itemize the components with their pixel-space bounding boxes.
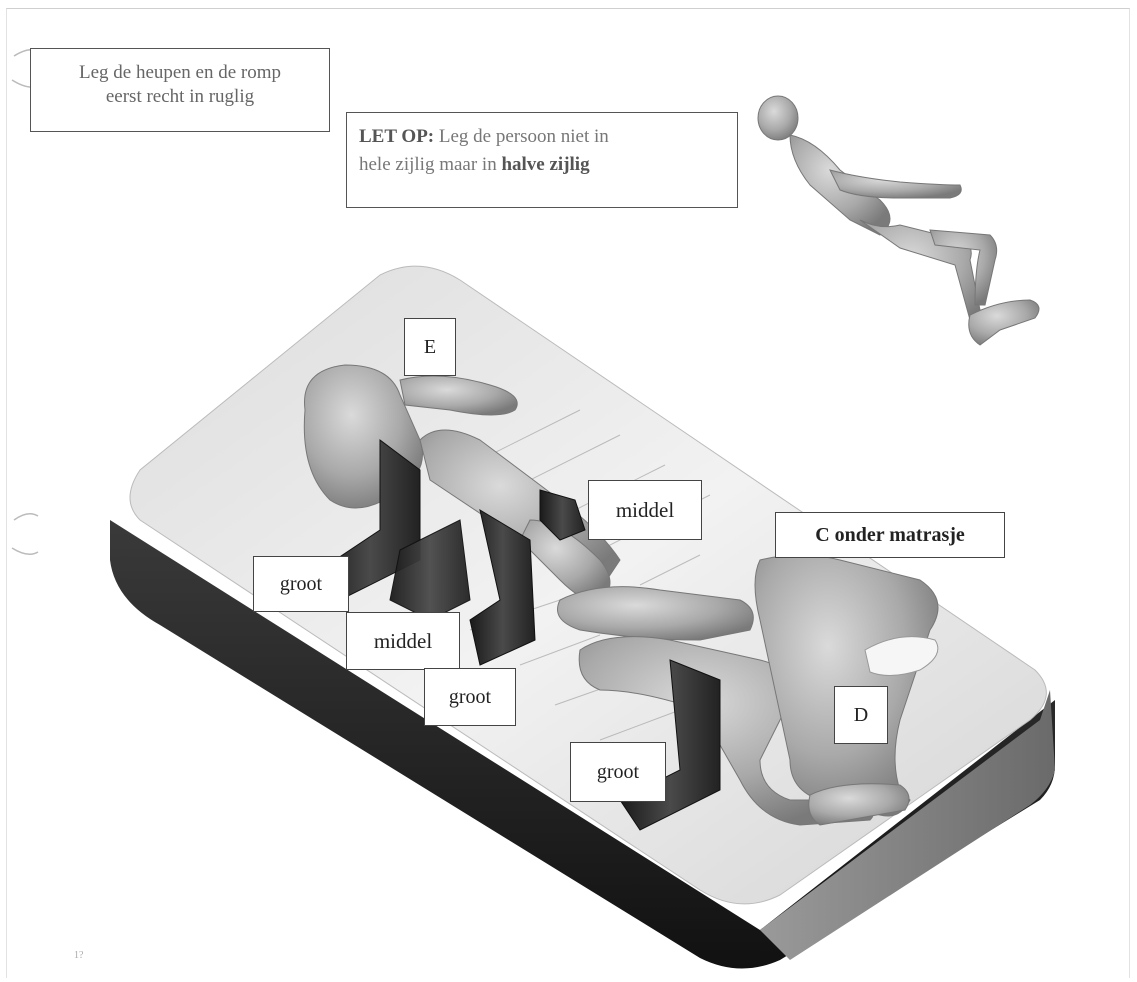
warning-note: LET OP: Leg de persoon niet in hele zijl…	[346, 112, 738, 208]
page-mark: 1?	[74, 950, 83, 961]
label-c-onder-matrasje: C onder matrasje	[775, 512, 1005, 558]
label-e: E	[404, 318, 456, 376]
label-d: D	[834, 686, 888, 744]
hips-instruction-note: Leg de heupen en de romp eerst recht in …	[30, 48, 330, 132]
label-groot-left: groot	[253, 556, 349, 612]
warning-emphasis: halve zijlig	[501, 154, 589, 175]
label-groot-middle: groot	[424, 668, 516, 726]
hips-note-line1: Leg de heupen en de romp	[41, 61, 319, 85]
warning-prefix: LET OP:	[359, 126, 434, 147]
label-middel-bottom: middel	[346, 612, 460, 670]
warning-part2: hele zijlig maar in	[359, 154, 501, 175]
label-middel-top: middel	[588, 480, 702, 540]
warning-part1: Leg de persoon niet in	[434, 126, 609, 147]
label-groot-bottom: groot	[570, 742, 666, 802]
standing-figure	[758, 96, 1039, 345]
hips-note-line2: eerst recht in ruglig	[41, 85, 319, 109]
